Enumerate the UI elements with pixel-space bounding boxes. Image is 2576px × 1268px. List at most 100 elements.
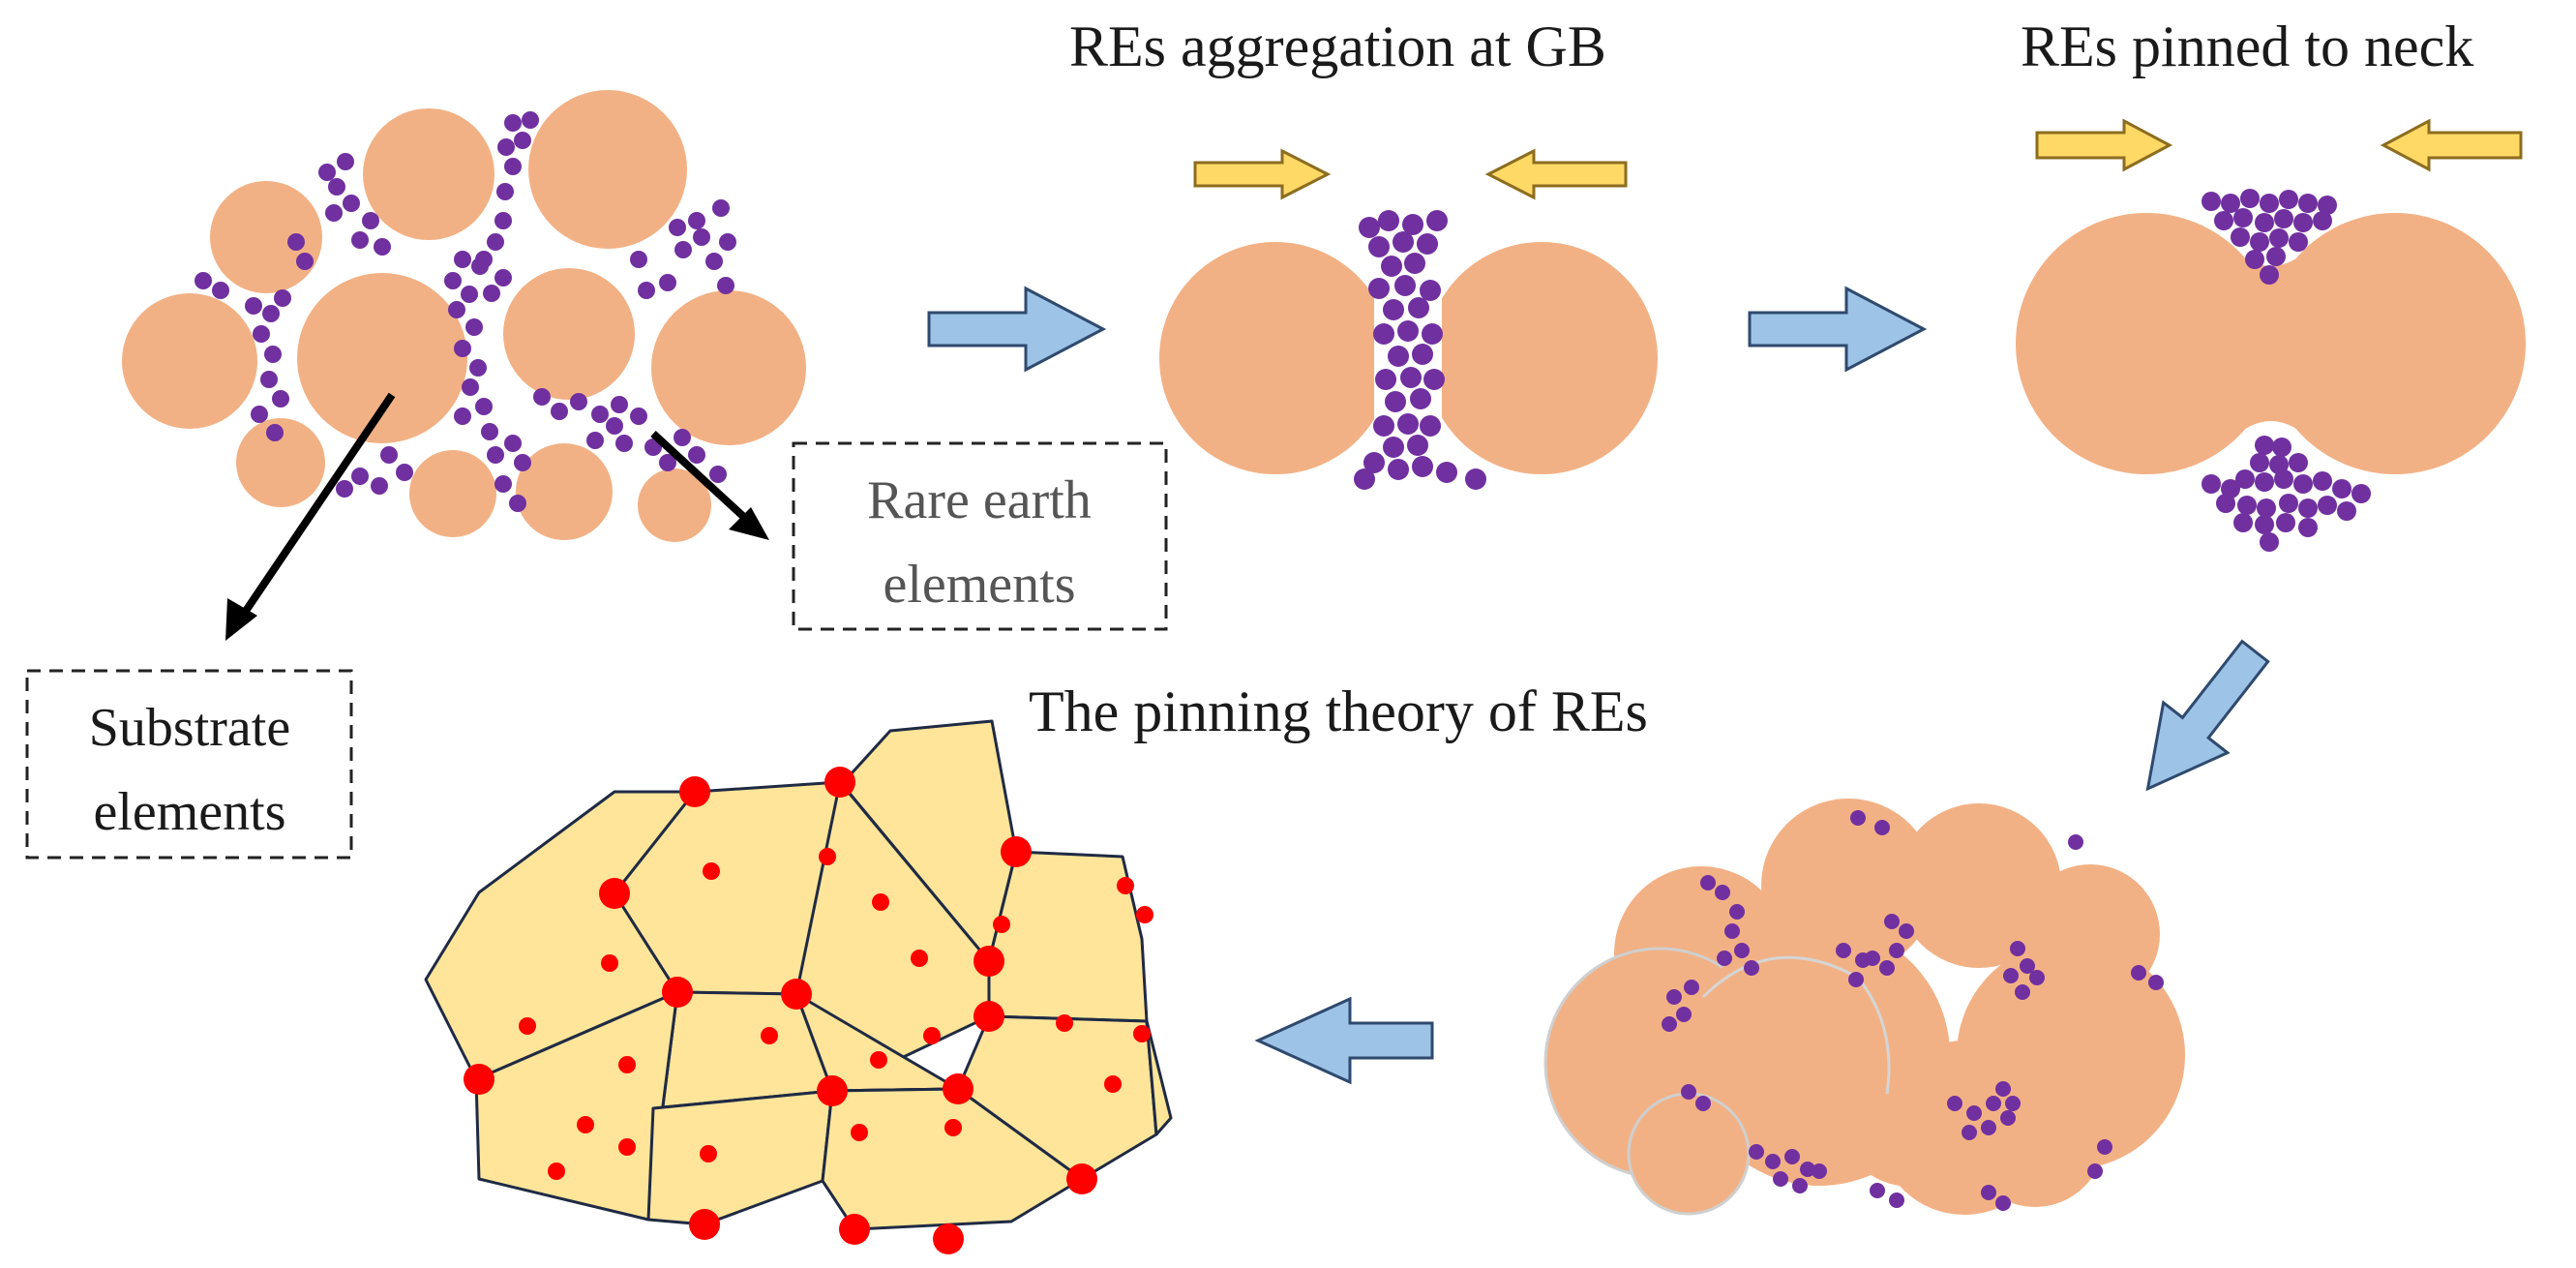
re-particle [444,272,462,289]
re-particle [1981,1185,1996,1200]
grain [1836,1036,1987,1187]
re-particle [461,286,478,303]
re-particle [551,403,568,420]
pinning-dots [464,767,1153,1254]
re-particle [251,406,268,423]
pinning-dot-junction [1066,1163,1097,1194]
re-particle [260,371,278,388]
grain [1159,242,1392,474]
re-particle [2087,1163,2103,1179]
re-particle [2231,227,2250,247]
re-particle [1995,1195,2011,1211]
re-particle [2250,453,2269,472]
re-particle [2257,498,2276,518]
re-particle [1368,236,1390,257]
substrate-grains [122,90,806,542]
re-particle [2097,1139,2112,1155]
re-particle [2233,208,2253,227]
re-particle [448,301,465,318]
grain-cell [794,780,991,1093]
re-particle [1879,960,1895,976]
re-particle [1850,810,1866,826]
re-particle [2279,190,2298,209]
re-particle [2237,496,2257,515]
pinning-dot [703,862,720,880]
re-particle [351,231,369,249]
rare-earth-label-line1: Rare earth [867,470,1092,530]
re-particle [1700,875,1716,891]
pinning-dot-junction [973,1001,1004,1032]
re-particle [494,212,512,229]
re-particle [1684,980,1699,995]
callout-box [792,441,1168,631]
re-particle [2298,498,2318,518]
substrate-grain [297,273,467,443]
re-particle [669,219,686,236]
compression-arrow-left [1193,148,1332,200]
re-particle [1388,459,1409,480]
pinning-dot [851,1124,868,1141]
pinning-dot-junction [781,979,812,1010]
re-particle [471,257,489,275]
pinning-dot-junction [679,776,710,807]
re-particle [195,272,212,289]
re-particle [591,406,609,423]
re-particle [1381,256,1402,277]
re-particle [2318,496,2337,515]
re-particle [1695,1096,1711,1111]
re-particle [2260,194,2279,213]
pointer-arrow-substrate [236,392,396,622]
pinning-dot [1117,877,1134,894]
pinning-dot [1056,1014,1073,1032]
re-particle [514,454,531,471]
re-particle [1792,1178,1808,1193]
substrate-grain [528,90,687,249]
re-particles-in-cluster [1662,810,2164,1211]
re-particle [522,111,539,129]
re-particle [2255,436,2274,455]
re-particle [504,114,522,132]
substrate-grain [122,293,257,429]
re-particle [1966,1105,1982,1121]
re-particle [454,340,471,357]
grain [1897,803,2061,968]
re-particle [2068,834,2083,850]
re-particle [1465,468,1486,490]
re-particle [1388,346,1409,367]
re-particle [496,183,514,200]
re-particle [1681,1084,1696,1100]
re-particle [2274,469,2293,489]
callout-box [25,669,353,860]
re-particle [1404,253,1425,274]
substrate-grain [409,450,496,537]
substrate-grain [638,468,711,542]
re-particle [611,396,628,413]
re-particle [2214,211,2233,230]
re-particle [674,241,692,258]
re-particle [1422,323,1443,345]
re-particle [1662,1016,1677,1032]
re-particle [469,359,487,377]
re-particle [454,408,471,425]
aggregation-grains [1159,232,1658,484]
re-particle [1393,231,1414,253]
re-particle [1889,943,1904,958]
grain [1627,1092,1751,1216]
re-particle [2010,941,2025,956]
substrate-grain [503,268,635,400]
re-particle [465,318,483,336]
re-particle [2233,513,2253,532]
grain [2264,213,2526,474]
re-particle [462,378,479,396]
re-particle [2332,479,2351,498]
re-particle [2313,211,2332,230]
re-particle [688,446,705,464]
re-particle [325,204,343,222]
re-particle [1749,1144,1764,1160]
re-particle [1400,367,1422,388]
re-particle [717,277,734,294]
compression-arrow-right-2 [2380,118,2523,172]
re-particles-at-neck [2202,189,2371,552]
re-particle [1666,989,1682,1005]
rare-earth-callout: Rare earth elements [792,441,1168,631]
